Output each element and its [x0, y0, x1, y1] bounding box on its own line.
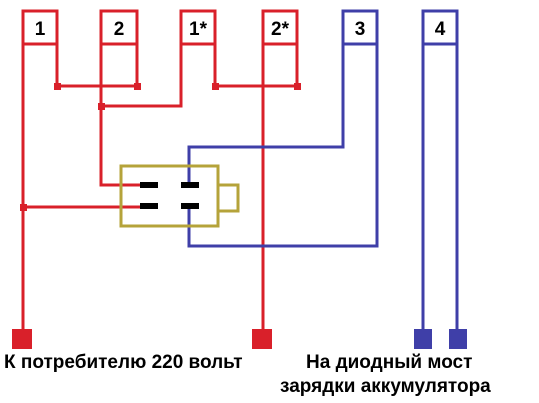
red-junctions	[20, 83, 301, 211]
consumer-caption: К потребителю 220 вольт	[4, 352, 243, 373]
red-wiring	[21, 44, 299, 340]
terminal-2: 2	[99, 9, 139, 46]
terminal-3: 3	[341, 9, 379, 46]
terminal-boxes: 1 2 1* 2* 3 4	[21, 9, 459, 46]
bridge-connector	[414, 329, 432, 349]
terminal-1: 1	[21, 9, 59, 46]
bridge-caption-line1: На диодный мост	[306, 352, 472, 373]
junction-dot	[54, 83, 61, 90]
terminal-label: 2	[114, 19, 125, 40]
bridge-caption-line2: зарядки аккумулятора	[280, 376, 491, 397]
junction-dot	[20, 204, 27, 211]
contact-pad	[181, 203, 199, 209]
switch-body	[119, 164, 220, 228]
blue-wiring	[187, 44, 459, 340]
consumer-connector	[12, 329, 32, 349]
output-connectors	[12, 329, 467, 349]
consumer-connector	[252, 329, 272, 349]
switch	[119, 164, 240, 228]
terminal-label: 1*	[189, 19, 208, 40]
junction-dot	[294, 83, 301, 90]
terminal-label: 2*	[271, 19, 290, 40]
terminal-label: 3	[355, 19, 366, 40]
junction-dot	[134, 83, 141, 90]
junction-dot	[98, 103, 105, 110]
wire-terminal-3-left	[187, 44, 345, 185]
contact-pad	[140, 203, 158, 209]
contact-pad	[181, 182, 199, 188]
terminal-1star: 1*	[179, 9, 217, 46]
bridge-connector	[449, 329, 467, 349]
terminal-2star: 2*	[261, 9, 299, 46]
wire-terminal-2-left	[99, 44, 140, 187]
terminal-4: 4	[421, 9, 459, 46]
terminal-label: 4	[435, 19, 446, 40]
switch-lever	[216, 183, 240, 213]
contact-pad	[140, 182, 158, 188]
junction-dot	[212, 83, 219, 90]
terminal-label: 1	[35, 19, 46, 40]
wire-terminal-1star-left	[101, 44, 183, 108]
